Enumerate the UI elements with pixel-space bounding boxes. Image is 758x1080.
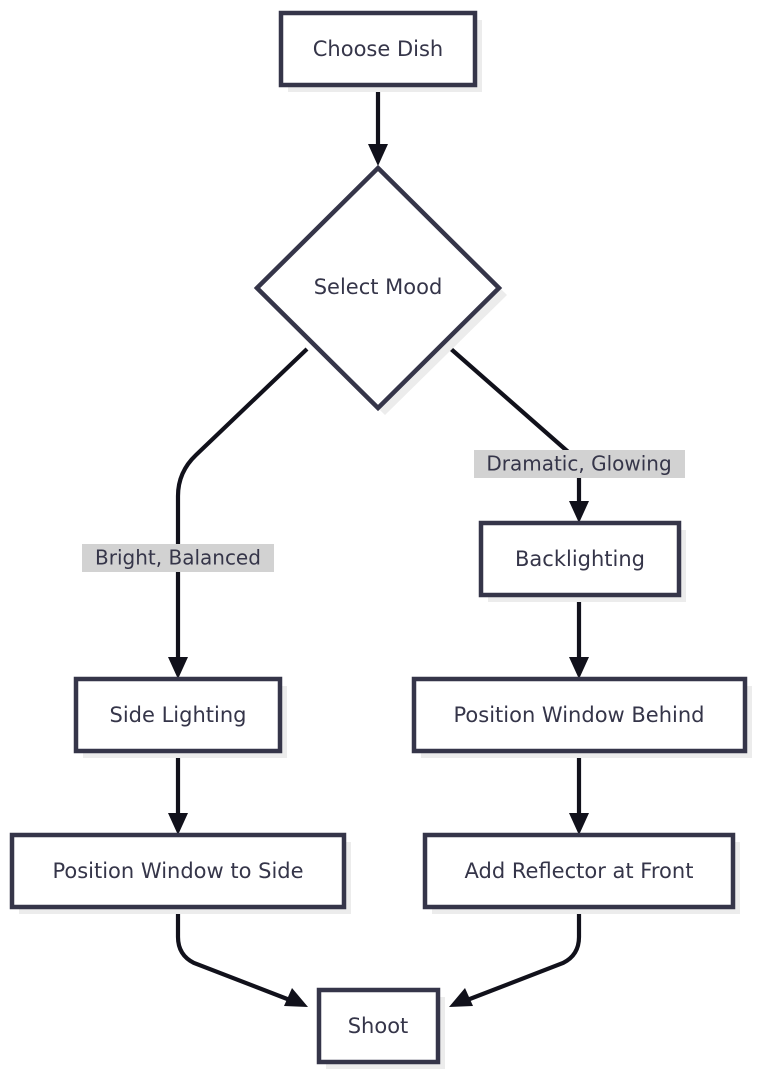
- edge-position-window-to-side-to-shoot: [175, 907, 308, 1007]
- edge-label-layer: Bright, Balanced Dramatic, Glowing: [82, 450, 685, 572]
- node-layer: Choose Dish Select Mood Side Lighting Po…: [9, 10, 748, 1065]
- edge-label-bright-balanced: Bright, Balanced: [82, 544, 274, 572]
- node-shoot-label: Shoot: [348, 1014, 409, 1038]
- edge-side-lighting-to-position-window-to-side: [168, 751, 188, 835]
- edge-add-reflector-to-shoot: [449, 907, 582, 1007]
- edge-choose-dish-to-select-mood: [368, 85, 388, 166]
- node-side-lighting[interactable]: Side Lighting: [73, 676, 283, 754]
- edge-position-window-behind-to-add-reflector: [569, 751, 589, 835]
- node-choose-dish[interactable]: Choose Dish: [278, 10, 478, 88]
- node-select-mood[interactable]: Select Mood: [253, 164, 503, 412]
- node-position-window-to-side[interactable]: Position Window to Side: [9, 832, 347, 910]
- edge-label-bright-balanced-text: Bright, Balanced: [95, 546, 261, 570]
- node-side-lighting-label: Side Lighting: [110, 703, 247, 727]
- node-select-mood-label: Select Mood: [314, 275, 443, 299]
- edge-backlighting-to-position-window-behind: [569, 597, 589, 679]
- node-position-window-behind-label: Position Window Behind: [453, 703, 704, 727]
- node-add-reflector-at-front-label: Add Reflector at Front: [465, 859, 694, 883]
- edge-select-mood-to-side-lighting: [168, 347, 309, 679]
- edge-label-dramatic-glowing-text: Dramatic, Glowing: [486, 452, 671, 476]
- node-position-window-behind[interactable]: Position Window Behind: [411, 676, 748, 754]
- node-position-window-to-side-label: Position Window to Side: [52, 859, 303, 883]
- node-choose-dish-label: Choose Dish: [313, 37, 443, 61]
- node-add-reflector-at-front[interactable]: Add Reflector at Front: [422, 832, 736, 910]
- node-shoot[interactable]: Shoot: [316, 987, 441, 1065]
- edge-label-dramatic-glowing: Dramatic, Glowing: [474, 450, 685, 478]
- edge-select-mood-to-backlighting: [449, 347, 589, 523]
- node-backlighting-label: Backlighting: [515, 547, 645, 571]
- node-backlighting[interactable]: Backlighting: [478, 520, 682, 598]
